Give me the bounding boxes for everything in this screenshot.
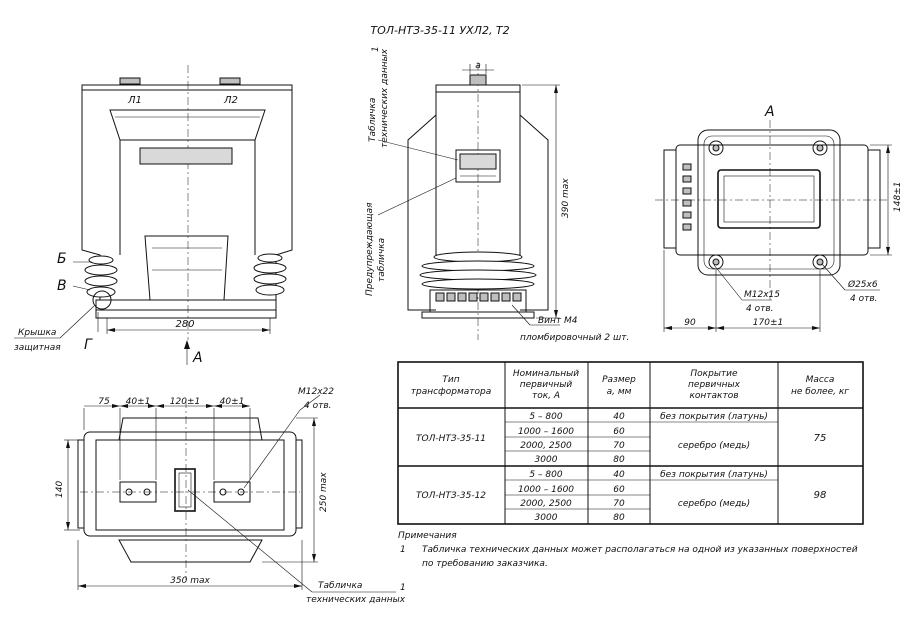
bottom-plate-label-2: технических данных	[306, 595, 406, 605]
side-view: а 1 Табличка технических данных Предупре…	[365, 46, 629, 343]
screw-label: Винт М4	[538, 316, 578, 326]
table-row-current: 2000, 2500	[520, 441, 572, 451]
header-mass-1: Масса	[806, 375, 835, 385]
side-warning-label: Предупреждающая	[365, 202, 375, 296]
front-view: Б В Г Л1 Л2 Крышка защитная 280 А	[14, 65, 293, 366]
mark-v: В	[57, 278, 67, 294]
table-mass-2: 98	[814, 490, 827, 501]
drawing-title: ТОЛ-НТЗ-35-11 УХЛ2, Т2	[370, 24, 509, 37]
spec-table: Тип трансформатора Номинальный первичный…	[397, 361, 864, 525]
table-row-size: 80	[613, 455, 625, 465]
bottom-dim-75: 75	[98, 397, 110, 407]
view-a-hole-count: 4 отв.	[850, 294, 878, 304]
terminal-l1-label: Л1	[127, 95, 142, 106]
notes-heading: Примечания	[398, 531, 457, 541]
table-row-coating: без покрытия (латунь)	[660, 412, 768, 422]
view-a: А	[655, 104, 903, 332]
table-row-current: 3000	[535, 455, 558, 465]
bottom-thread-count: 4 отв.	[304, 401, 332, 411]
view-a-dim-right: 170±1	[753, 318, 783, 328]
table-row-size: 60	[613, 485, 625, 495]
header-coating-2: первичных	[688, 380, 741, 390]
notes-number: 1	[400, 545, 406, 555]
table-row-current: 2000, 2500	[520, 499, 572, 509]
view-a-dim-left: 90	[684, 318, 696, 328]
table-row-current: 1000 – 1600	[518, 485, 574, 495]
bottom-dim-height-left: 140	[55, 481, 65, 498]
header-current-3: ток, А	[532, 391, 560, 401]
bottom-dim-120: 120±1	[170, 397, 200, 407]
bottom-dim-40-right: 40±1	[220, 397, 245, 407]
table-row-current: 5 – 800	[529, 470, 562, 480]
view-a-height-dimension: 148±1	[893, 182, 903, 212]
view-a-arrow-label: А	[192, 350, 203, 366]
seal-label: пломбировочный 2 шт.	[520, 333, 629, 343]
table-type-2: ТОЛ-НТЗ-35-12	[416, 491, 486, 501]
table-row-current: 5 – 800	[529, 412, 562, 422]
cover-label-2: защитная	[14, 343, 61, 353]
table-type-1: ТОЛ-НТЗ-35-11	[416, 434, 486, 444]
header-current-2: первичный	[520, 380, 573, 390]
header-size-1: Размер	[602, 375, 636, 385]
header-coating-3: контактов	[689, 391, 738, 401]
side-warning-label-2: табличка	[377, 238, 387, 282]
table-row-current: 3000	[535, 513, 558, 523]
header-current-1: Номинальный	[513, 369, 579, 379]
bottom-dim-height-right: 250 max	[319, 472, 329, 512]
header-type-1: Тип	[442, 375, 459, 385]
view-a-thread-count: 4 отв.	[746, 304, 774, 314]
header-size-2: а, мм	[607, 387, 632, 397]
table-row-coating: серебро (медь)	[678, 499, 750, 509]
front-width-dimension: 280	[175, 319, 194, 330]
table-row-size: 40	[613, 412, 625, 422]
table-row-size: 70	[613, 441, 625, 451]
bottom-thread-label: М12х22	[298, 387, 334, 397]
view-a-label: А	[764, 104, 775, 120]
table-row-size: 70	[613, 499, 625, 509]
notes: Примечания 1 Табличка технических данных…	[398, 531, 858, 569]
view-a-thread-label: М12х15	[744, 290, 780, 300]
bottom-callout-number: 1	[400, 583, 406, 593]
notes-line-1: Табличка технических данных может распол…	[422, 545, 858, 555]
side-height-dimension: 390 max	[561, 178, 571, 218]
table-row-current: 1000 – 1600	[518, 427, 574, 437]
terminal-l2-label: Л2	[223, 95, 238, 106]
side-callout-number: 1	[371, 46, 381, 52]
table-row-size: 40	[613, 470, 625, 480]
table-row-size: 80	[613, 513, 625, 523]
mark-b: Б	[57, 251, 67, 267]
bottom-plate-label: Табличка	[318, 581, 362, 591]
table-row-coating: серебро (медь)	[678, 441, 750, 451]
bottom-view: 75 40±1 120±1 40±1 М12х22 4 отв. 140 250…	[55, 387, 406, 605]
table-row-size: 60	[613, 427, 625, 437]
side-plate-label: Табличка	[368, 98, 378, 142]
table-mass-1: 75	[814, 433, 827, 444]
notes-line-2: по требованию заказчика.	[422, 559, 548, 569]
cover-label: Крышка	[18, 328, 56, 338]
header-coating-1: Покрытие	[690, 369, 738, 379]
bottom-dim-40-left: 40±1	[126, 397, 151, 407]
bottom-dim-width: 350 max	[170, 576, 210, 586]
view-a-hole-label: Ø25х6	[847, 279, 878, 290]
mark-g: Г	[84, 337, 93, 353]
table-row-coating: без покрытия (латунь)	[660, 470, 768, 480]
header-mass-2: не более, кг	[791, 387, 849, 397]
side-plate-label-2: технических данных	[380, 48, 390, 148]
side-dim-a: а	[475, 61, 481, 71]
header-type-2: трансформатора	[411, 387, 492, 397]
